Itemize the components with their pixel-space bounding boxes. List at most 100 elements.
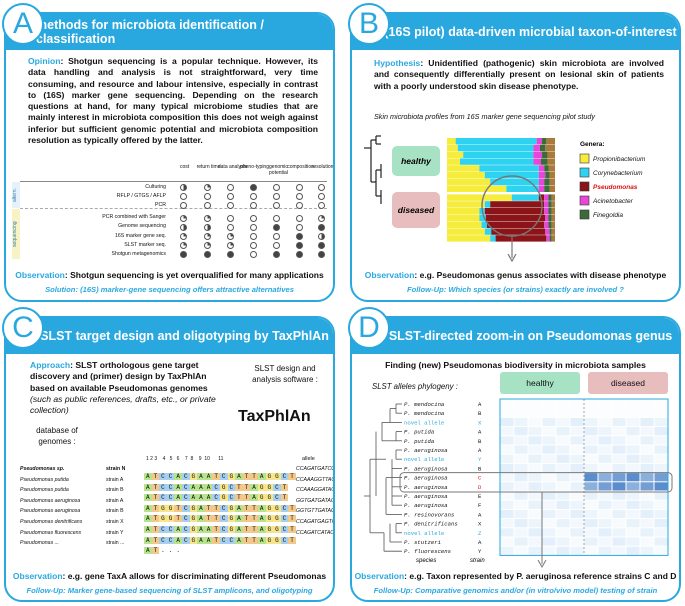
nucleotide: C bbox=[181, 536, 190, 544]
method-label: PCR bbox=[155, 201, 166, 208]
heatmap-cell bbox=[598, 519, 612, 528]
highlight-box bbox=[399, 472, 673, 493]
heatmap-cell bbox=[584, 537, 598, 546]
allele-code: CCAGATGATCG bbox=[296, 466, 335, 472]
score-dot bbox=[317, 233, 325, 240]
nucleotide: A bbox=[197, 536, 205, 544]
bar-segment bbox=[548, 194, 552, 201]
score-dot bbox=[179, 202, 187, 210]
nucleotide: T bbox=[174, 504, 182, 512]
heatmap-cell bbox=[556, 427, 570, 436]
heatmap-cell bbox=[612, 491, 626, 500]
leaf-strain: Y bbox=[478, 456, 482, 463]
nucleotide: G bbox=[219, 483, 228, 491]
score-dot bbox=[317, 242, 325, 250]
heatmap-cell bbox=[556, 491, 570, 500]
score-dot bbox=[249, 233, 257, 240]
leaf-species: P. resinovorans bbox=[404, 511, 454, 518]
panel-a-opinion: Opinion: Shotgun sequencing is a popular… bbox=[28, 56, 318, 146]
heatmap-cell bbox=[570, 519, 584, 528]
leaf-strain: X bbox=[478, 419, 482, 426]
heatmap-cell bbox=[654, 491, 668, 500]
heatmap-cell bbox=[556, 436, 570, 445]
nucleotide: A bbox=[257, 504, 266, 512]
heatmap-cell bbox=[528, 509, 542, 519]
column-header: return time bbox=[196, 164, 221, 170]
heatmap-cell bbox=[570, 537, 584, 546]
heatmap-cell bbox=[598, 399, 612, 408]
bar-segment bbox=[538, 178, 545, 186]
nucleotide: C bbox=[280, 504, 289, 512]
nucleotide: T bbox=[288, 515, 296, 523]
heatmap-cell bbox=[626, 454, 640, 463]
legend-label: Propionibacterium bbox=[593, 156, 646, 163]
heatmap-cell bbox=[528, 491, 542, 500]
legend-swatch bbox=[579, 167, 590, 178]
heatmap-cell bbox=[528, 454, 542, 463]
heatmap-cell bbox=[542, 546, 556, 555]
allele-code: CCAAAGGTTAC bbox=[296, 476, 335, 483]
leaf-species: novel allele bbox=[404, 530, 444, 537]
heatmap-cell bbox=[500, 509, 514, 519]
heatmap-cell bbox=[584, 473, 598, 482]
observation-label: Observation bbox=[364, 270, 415, 280]
bar-segment bbox=[548, 208, 552, 215]
heatmap-cell bbox=[528, 463, 542, 473]
nucleotide: A bbox=[204, 483, 213, 491]
nucleotide: G bbox=[265, 494, 274, 502]
nucleotide: G bbox=[189, 526, 198, 533]
heatmap-cell bbox=[570, 417, 584, 427]
nucleotide: G bbox=[159, 504, 167, 512]
nucleotide: A bbox=[257, 515, 266, 523]
nucleotide: A bbox=[144, 547, 152, 555]
solution-label: Solution bbox=[45, 285, 76, 294]
heatmap-cell bbox=[612, 417, 626, 427]
heatmap-cell bbox=[654, 473, 668, 482]
heatmap-cell bbox=[626, 417, 640, 427]
leaf-strain: A bbox=[478, 511, 482, 518]
bar-segment bbox=[533, 144, 540, 152]
bar-segment bbox=[447, 208, 480, 215]
heatmap-cell bbox=[654, 482, 668, 491]
heatmap-cell bbox=[584, 454, 598, 463]
solution-text: : (16S) marker-gene sequencing offers at… bbox=[75, 285, 294, 294]
allele-code: GGTGATGATAC bbox=[296, 497, 335, 504]
heatmap-cell bbox=[626, 519, 640, 528]
bar-segment bbox=[447, 144, 458, 152]
table-divider bbox=[20, 181, 327, 182]
heatmap-cell bbox=[570, 500, 584, 509]
heatmap-cell bbox=[598, 408, 612, 417]
nucleotide: T bbox=[288, 526, 296, 533]
strain-label: strain Y bbox=[106, 529, 124, 536]
nucleotide: A bbox=[144, 494, 152, 502]
score-dot bbox=[203, 193, 211, 201]
heatmap-cell bbox=[654, 454, 668, 463]
bar-segment bbox=[545, 214, 549, 222]
heatmap-cell bbox=[542, 417, 556, 427]
legend-label: Finegoldia bbox=[593, 212, 623, 219]
method-label: 16S marker gene seq. bbox=[114, 232, 166, 239]
heatmap-cell bbox=[626, 546, 640, 555]
nucleotide: C bbox=[273, 483, 281, 491]
bar-segment bbox=[447, 138, 456, 145]
heatmap-cell bbox=[640, 546, 654, 555]
nucleotide: T bbox=[242, 494, 251, 502]
score-dot bbox=[203, 214, 211, 222]
heatmap-cell bbox=[570, 491, 584, 500]
heatmap-cell bbox=[542, 427, 556, 436]
genera-title: Genera: bbox=[580, 141, 605, 148]
nucleotide: T bbox=[288, 536, 296, 544]
bar-segment bbox=[447, 151, 464, 158]
bar-segment bbox=[549, 172, 555, 179]
nucleotide: T bbox=[250, 504, 258, 512]
phylogeny-label: SLST alleles phylogeny : bbox=[372, 382, 458, 391]
score-dot bbox=[273, 193, 281, 201]
score-dot bbox=[273, 242, 281, 250]
panel-b-observation: Observation: e.g. Pseudomonas genus asso… bbox=[352, 270, 679, 280]
nucleotide: C bbox=[227, 483, 236, 491]
nucleotide: A bbox=[197, 473, 205, 480]
nucleotide: G bbox=[265, 515, 274, 523]
table-divider bbox=[20, 208, 327, 209]
